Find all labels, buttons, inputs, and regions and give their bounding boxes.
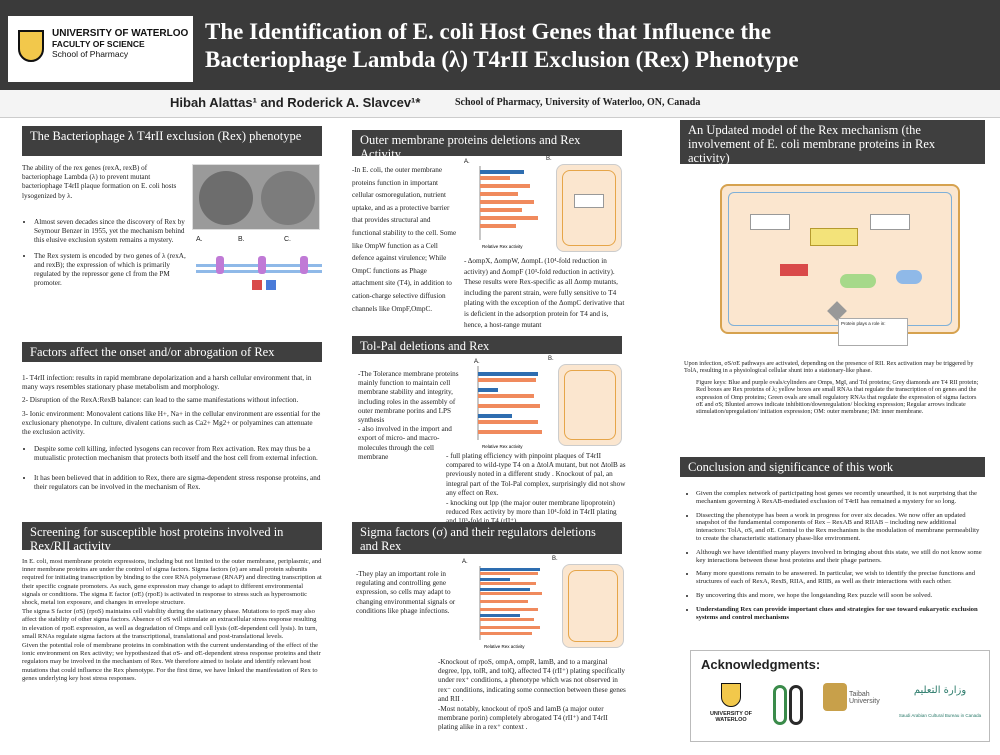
logo-school: School of Pharmacy: [52, 49, 129, 59]
section-heading-model: An Updated model of the Rex mechanism (t…: [680, 120, 985, 165]
omp-text: -In E. coli, the outer membrane proteins…: [352, 166, 457, 313]
omp-cell-diagram: B.: [546, 156, 626, 256]
author-bar: Hibah Alattas¹ and Roderick A. Slavcev¹*…: [0, 90, 1000, 118]
tolpal-axis-label: Relative Rex activity: [482, 444, 523, 449]
rex-model-figure: A. B. C.: [196, 236, 322, 310]
uw-logo: UNIVERSITY OF WATERLOO: [705, 683, 757, 733]
sigma-bar-chart: A. Relative Rex activity: [462, 559, 542, 649]
tolpal-bar: [478, 388, 498, 392]
tolpal-bar: [478, 414, 512, 418]
sigma-bar: [480, 632, 532, 635]
sigma-cell-diagram: B.: [552, 556, 628, 652]
acknowledgments: Acknowledgments: UNIVERSITY OF WATERLOO …: [690, 650, 990, 742]
affiliation: School of Pharmacy, University of Waterl…: [455, 97, 701, 108]
lab-logo: [769, 681, 809, 731]
tolpal-text: -The Tolerance membrane proteins mainly …: [358, 370, 459, 461]
plaque-photo: [192, 164, 320, 230]
model-caption: Upon infection, σS/σE pathways are activ…: [684, 360, 979, 416]
conclusion-text: Given the complex network of participati…: [684, 490, 984, 627]
omp-bar: [480, 216, 538, 220]
omp-bar: [480, 170, 524, 174]
section-heading-conclusion: Conclusion and significance of this work: [680, 457, 985, 477]
tolpal-bar-chart: A. Relative Rex activity: [474, 359, 542, 449]
omp-fig-label-a: A.: [464, 159, 470, 165]
taibah-logo: Taibah University: [819, 681, 885, 733]
crest-icon: [18, 30, 44, 62]
sigma-results: -Knockout of rpoS, ompA, ompR, lamB, and…: [438, 658, 626, 732]
sigma-bar: [480, 588, 530, 591]
factors-text: 1- T4rII infection: results in rapid mem…: [22, 374, 322, 498]
section-heading-screening: Screening for susceptible host proteins …: [22, 522, 322, 553]
omp-bar: [480, 184, 530, 188]
tolpal-bar: [478, 378, 536, 382]
intro-text: The ability of the rex genes (rexA, rexB…: [22, 164, 177, 200]
section-heading-factors: Factors affect the onset and/or abrogati…: [22, 342, 322, 362]
logo-faculty: FACULTY OF SCIENCE: [52, 39, 145, 49]
ministry-logo: وزارة التعليم Saudi Arabian Cultural Bur…: [898, 685, 982, 718]
sigma-bar: [480, 600, 528, 603]
sigma-bar: [480, 578, 510, 581]
sigma-bar: [480, 618, 534, 621]
tolpal-bar: [478, 420, 538, 424]
screening-text: In E. coli, most membrane protein expres…: [22, 558, 322, 682]
tolpal-bar: [478, 404, 540, 408]
tolpal-bar: [478, 430, 542, 434]
omp-results: - ΔompX, ΔompW, ΔompL (10⁴-fold reductio…: [464, 257, 625, 329]
omp-axis-label: Relative Rex activity: [482, 244, 523, 249]
sigma-axis-label: Relative Rex activity: [484, 644, 525, 649]
omp-bar: [480, 208, 522, 212]
section-heading-sigma: Sigma factors (σ) and their regulators d…: [352, 522, 622, 554]
sigma-bar: [480, 608, 538, 611]
university-logo: UNIVERSITY OF WATERLOO FACULTY OF SCIENC…: [8, 16, 193, 82]
sigma-bar: [480, 572, 538, 575]
omp-bar: [480, 176, 510, 180]
sigma-bar: [480, 582, 536, 585]
logo-university: UNIVERSITY OF WATERLOO: [52, 28, 189, 39]
tolpal-cell-diagram: B.: [548, 356, 626, 450]
tolpal-results: - full plating efficiency with pinpoint …: [446, 452, 626, 525]
section-heading-omp: Outer membrane proteins deletions and Re…: [352, 130, 622, 161]
tolpal-bar: [478, 394, 534, 398]
sigma-bar: [480, 568, 540, 571]
poster-title: The Identification of E. coli Host Genes…: [205, 19, 799, 72]
model-legend: Protein plays a role in:: [838, 318, 908, 346]
sigma-bar: [480, 592, 542, 595]
tolpal-fig-label-a: A.: [474, 359, 480, 365]
sigma-fig-label-a: A.: [462, 559, 468, 565]
rex-mechanism-model: [720, 184, 980, 344]
sigma-bar: [480, 626, 540, 629]
omp-bar: [480, 200, 534, 204]
intro-bullets: Almost seven decades since the discovery…: [22, 218, 192, 294]
omp-bar: [480, 192, 518, 196]
sigma-text: -They play an important role in regulati…: [356, 570, 456, 615]
ack-title: Acknowledgments:: [701, 657, 821, 672]
tolpal-bar: [478, 372, 538, 376]
poster-header: UNIVERSITY OF WATERLOO FACULTY OF SCIENC…: [0, 0, 1000, 90]
omp-bar: [480, 224, 516, 228]
omp-bar-chart: A. Relative Rex activity: [464, 159, 538, 249]
sigma-bar: [480, 614, 520, 617]
section-heading-intro: The Bacteriophage λ T4rII exclusion (Rex…: [22, 126, 322, 156]
authors: Hibah Alattas¹ and Roderick A. Slavcev¹*: [170, 95, 421, 110]
section-heading-tolpal: Tol-Pal deletions and Rex: [352, 336, 622, 354]
